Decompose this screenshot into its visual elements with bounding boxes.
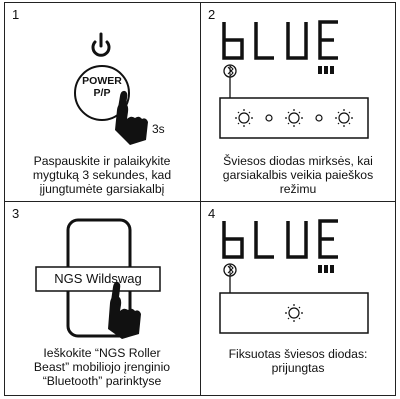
step-caption: Fiksuotas šviesos diodas: prijungtas — [228, 347, 368, 375]
led-window — [219, 97, 369, 139]
vertical-divider — [200, 2, 201, 396]
segment-display — [222, 219, 338, 259]
led-blink-icons — [235, 109, 353, 127]
segment-display — [222, 20, 338, 60]
step-number: 4 — [208, 206, 216, 221]
step-panel-4: 4 Fiksuotas šviesos diodas: p — [200, 201, 396, 396]
step-number: 1 — [12, 7, 20, 22]
power-illustration — [74, 32, 148, 145]
step-panel-2: 2 — [200, 2, 396, 201]
phone-illustration — [35, 218, 161, 339]
step-panel-3: 3 NGS Wildswag Ieškokite “NGS Roller Bea… — [4, 201, 200, 396]
power-button — [74, 65, 130, 121]
step-caption: Šviesos diodas mirksės, kai garsiakalbis… — [222, 154, 374, 196]
device-name-box — [35, 266, 161, 292]
hand-icon — [108, 281, 141, 339]
horizontal-divider — [4, 201, 396, 202]
hand-icon — [115, 90, 148, 145]
step-caption: Ieškokite “NGS Roller Beast” mobiliojo į… — [33, 346, 171, 388]
step-number: 2 — [208, 7, 216, 22]
step-caption: Paspauskite ir palaikykite mygtuką 3 sek… — [32, 154, 172, 196]
step-number: 3 — [12, 206, 20, 221]
device-name: NGS Wildswag — [54, 271, 142, 286]
power-button-label: POWER P/P — [82, 75, 122, 99]
display-illustration — [219, 219, 369, 334]
battery-icon — [318, 265, 334, 273]
led-window — [219, 292, 369, 334]
display-illustration — [219, 20, 369, 139]
step-panel-1: 1 POWER P/P 3s Paspauskite ir palaikykit… — [4, 2, 200, 201]
instruction-grid: 1 POWER P/P 3s Paspauskite ir palaikykit… — [4, 2, 396, 396]
power-icon — [91, 32, 111, 57]
hold-time-label: 3s — [152, 122, 165, 136]
led-fixed-icon — [285, 304, 303, 322]
bluetooth-icon — [223, 64, 237, 98]
battery-icon — [318, 66, 334, 74]
bluetooth-icon — [223, 263, 237, 293]
